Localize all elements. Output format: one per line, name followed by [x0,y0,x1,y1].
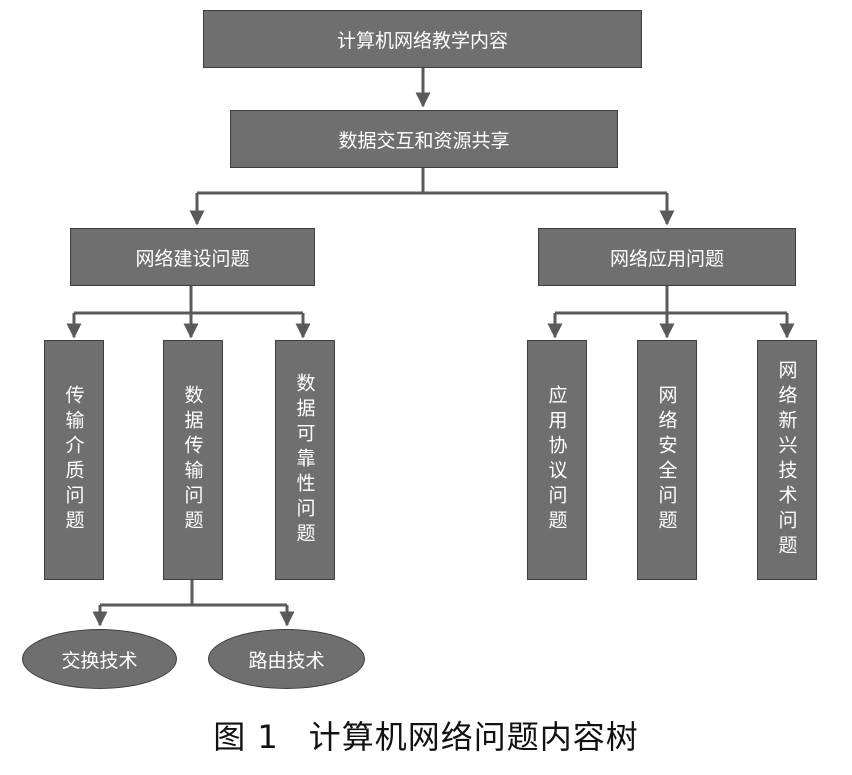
figure-number: 图 1 [213,718,279,756]
level2-node: 数据交互和资源共享 [230,110,618,168]
right-child-node: 网络安全问题 [637,340,697,580]
root-node: 计算机网络教学内容 [203,10,642,68]
left-child-node: 传输介质问题 [44,340,104,580]
connector-lines [66,68,795,627]
left-child-node: 数据可靠性问题 [275,340,335,580]
figure-caption: 图 1 计算机网络问题内容树 [0,712,852,758]
figure-title: 计算机网络问题内容树 [308,718,639,756]
content-tree-diagram: 计算机网络教学内容 数据交互和资源共享 网络建设问题 网络应用问题 传输介质问题… [22,10,817,689]
sub-node-routing: 路由技术 [208,629,365,689]
right-child-node: 应用协议问题 [527,340,587,580]
left-branch-node: 网络建设问题 [70,228,315,286]
right-branch-node: 网络应用问题 [538,228,796,286]
right-child-node: 网络新兴技术问题 [757,340,817,580]
left-child-node: 数据传输问题 [163,340,223,580]
sub-node-switching: 交换技术 [22,629,177,689]
